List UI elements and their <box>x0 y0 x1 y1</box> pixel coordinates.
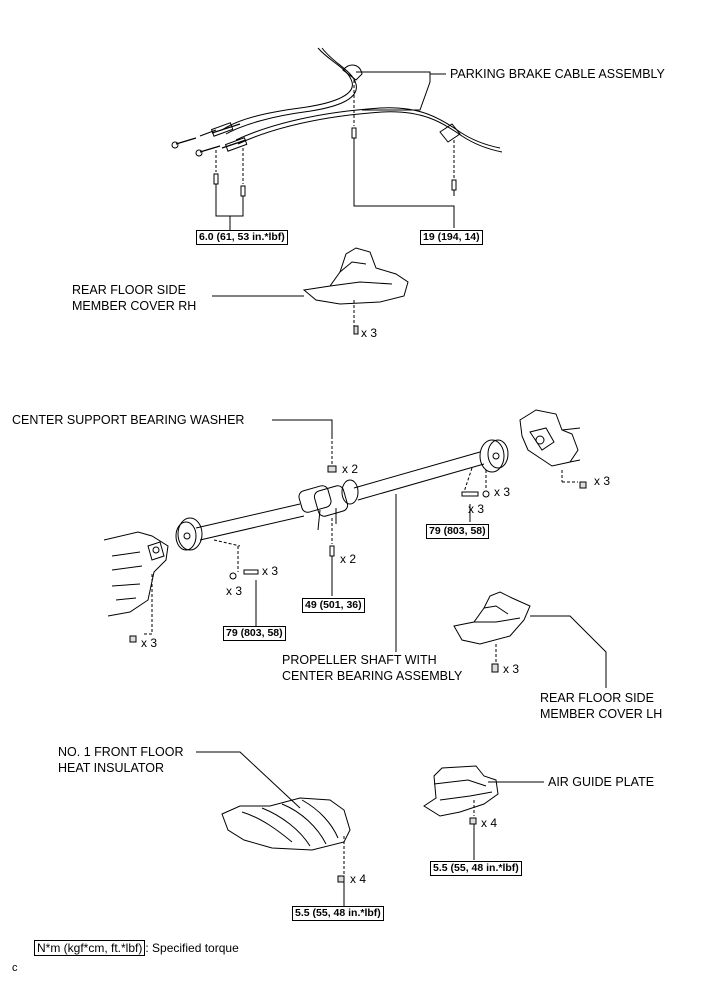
qty-right-bolt: x 3 <box>468 502 485 516</box>
rear-differential <box>519 409 581 467</box>
torque-5-5-insulator: 5.5 (55, 48 in.*lbf) <box>292 906 384 921</box>
label-air-guide-plate: AIR GUIDE PLATE <box>548 775 655 789</box>
rear-cover-lh <box>453 591 531 673</box>
label-parking-brake-cable: PARKING BRAKE CABLE ASSEMBLY <box>450 67 665 81</box>
qty-bolt-49: x 2 <box>340 552 357 566</box>
qty-transmission-nut: x 3 <box>141 636 158 650</box>
label-center-support-washer: CENTER SUPPORT BEARING WASHER <box>12 413 245 427</box>
label-propeller-shaft-line1: PROPELLER SHAFT WITH <box>282 653 437 667</box>
transmission-case <box>103 531 169 617</box>
rear-cover-rh <box>302 247 409 335</box>
heat-insulator <box>221 797 351 883</box>
label-heat-insulator-line1: NO. 1 FRONT FLOOR <box>58 745 184 759</box>
label-heat-insulator-line2: HEAT INSULATOR <box>58 761 165 775</box>
torque-19: 19 (194, 14) <box>420 230 483 245</box>
qty-air-guide: x 4 <box>481 816 498 830</box>
shaft-fasteners <box>129 465 587 643</box>
qty-rear-cover-lh: x 3 <box>503 662 520 676</box>
torque-legend: N*m (kgf*cm, ft.*lbf): Specified torque <box>34 940 239 956</box>
qty-right-washer: x 3 <box>494 485 511 499</box>
torque-49: 49 (501, 36) <box>302 598 365 613</box>
qty-rear-flange-nut: x 3 <box>594 474 611 488</box>
air-guide-plate <box>423 765 499 825</box>
footer-code: c <box>12 962 18 974</box>
label-rear-cover-lh-line1: REAR FLOOR SIDE <box>540 691 654 705</box>
parking-brake-bolts <box>213 127 457 202</box>
legend-unit-box: N*m (kgf*cm, ft.*lbf) <box>34 940 146 956</box>
qty-front-bolt: x 3 <box>262 564 279 578</box>
propeller-shaft <box>175 439 509 551</box>
qty-front-washer: x 3 <box>226 584 243 598</box>
label-rear-cover-rh-line2: MEMBER COVER RH <box>72 299 197 313</box>
qty-heat-insulator: x 4 <box>350 872 367 886</box>
legend-description: : Specified torque <box>145 941 239 955</box>
label-rear-cover-lh-line2: MEMBER COVER LH <box>540 707 663 721</box>
torque-79-left: 79 (803, 58) <box>223 626 286 641</box>
qty-rear-cover-rh: x 3 <box>361 326 378 340</box>
torque-5-5-air-guide: 5.5 (55, 48 in.*lbf) <box>430 861 522 876</box>
label-propeller-shaft-line2: CENTER BEARING ASSEMBLY <box>282 669 463 683</box>
torque-79-right: 79 (803, 58) <box>426 524 489 539</box>
qty-washer: x 2 <box>342 462 359 476</box>
label-rear-cover-rh-line1: REAR FLOOR SIDE <box>72 283 186 297</box>
parking-brake-cables <box>171 47 503 157</box>
torque-6-0: 6.0 (61, 53 in.*lbf) <box>196 230 288 245</box>
